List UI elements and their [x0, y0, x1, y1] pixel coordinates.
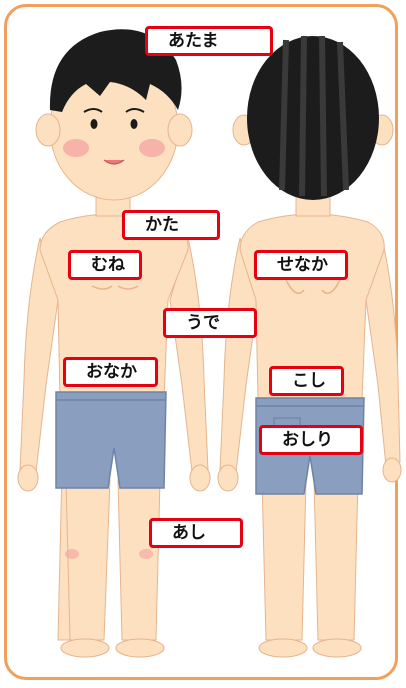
label-ashi: あし: [149, 518, 243, 548]
front-foot-left: [115, 638, 165, 658]
back-figure: [217, 35, 402, 658]
front-foot-right: [60, 638, 110, 658]
label-kata: かた: [122, 210, 220, 240]
back-leg-right: [313, 479, 359, 641]
front-leg-left: [117, 479, 161, 641]
label-senaka: せなか: [254, 250, 348, 280]
back-leg-left: [261, 479, 307, 641]
front-shorts: [55, 391, 167, 489]
label-koshi: こし: [269, 366, 344, 396]
label-onaka: おなか: [63, 357, 158, 387]
front-figure: [17, 29, 211, 658]
label-mune: むね: [68, 250, 142, 280]
back-hair: [247, 36, 379, 200]
front-leg-right: [65, 479, 111, 641]
label-atama: あたま: [145, 26, 273, 56]
label-ude: うで: [163, 308, 257, 338]
label-oshiri: おしり: [259, 425, 363, 455]
